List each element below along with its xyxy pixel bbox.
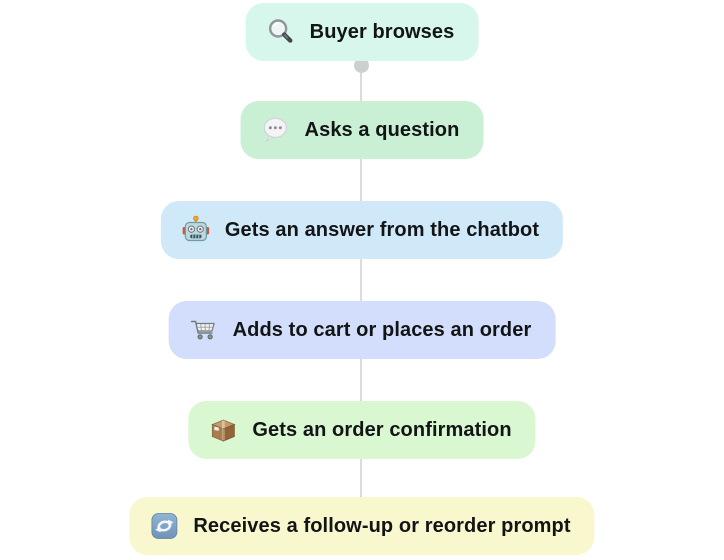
step-label: Gets an order confirmation [252,418,512,441]
flow-step-followup-prompt: Receives a follow-up or reorder prompt [129,497,595,555]
flow-step-buyer-browses: Buyer browses [245,3,479,61]
speech-bubble-icon [261,115,291,145]
magnifying-glass-icon [266,17,296,47]
flow-step-chatbot-answer: Gets an answer from the chatbot [160,201,564,259]
step-label: Buyer browses [309,20,455,43]
repeat-icon [149,511,179,541]
step-label: Adds to cart or places an order [232,318,532,341]
step-label: Asks a question [304,118,460,141]
connector-dot [354,58,369,73]
flow-step-add-to-cart: Adds to cart or places an order [168,301,556,359]
step-label: Receives a follow-up or reorder prompt [193,514,571,537]
flow-step-asks-question: Asks a question [240,101,484,159]
robot-icon [181,215,211,245]
connector-line [360,62,362,498]
flow-step-order-confirmation: Gets an order confirmation [188,401,536,459]
shopping-cart-icon [189,315,219,345]
step-label: Gets an answer from the chatbot [224,218,540,241]
package-icon [208,415,238,445]
